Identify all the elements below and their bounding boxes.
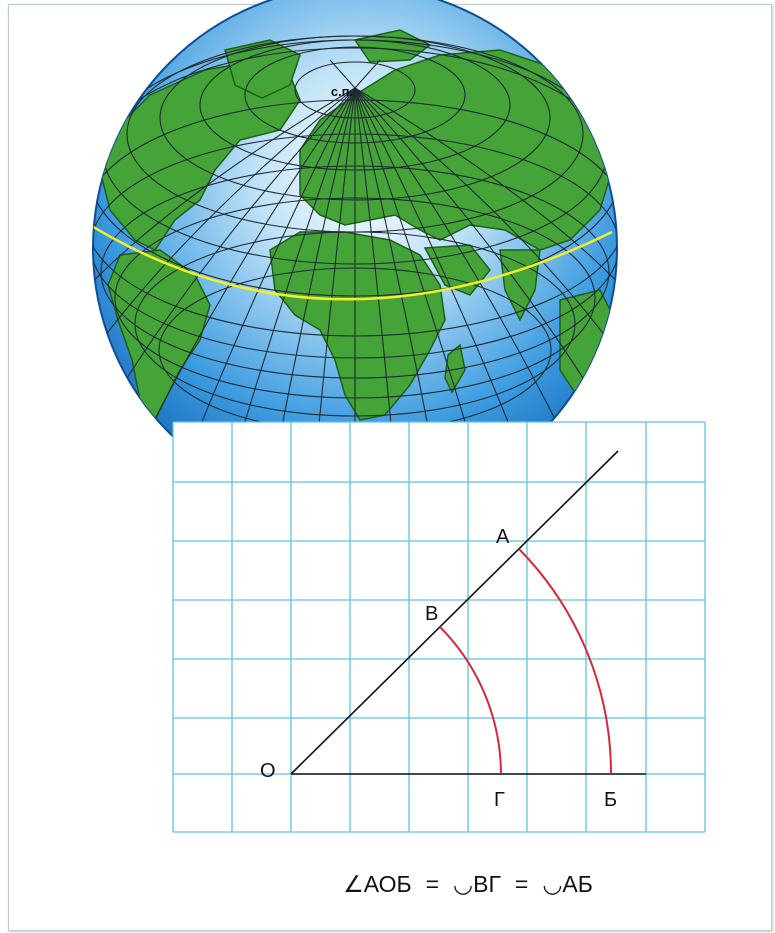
arc-symbol-1: ◡ bbox=[453, 871, 473, 897]
arc-ab bbox=[518, 548, 613, 775]
continent-africa bbox=[269, 231, 446, 421]
point-label-b: В bbox=[425, 603, 438, 625]
equals-sign-2: = bbox=[515, 871, 528, 897]
angle-symbol: ∠ bbox=[343, 871, 364, 897]
point-label-o: О bbox=[260, 760, 276, 782]
ray-oa bbox=[290, 450, 619, 775]
angle-name: АОБ bbox=[364, 871, 412, 897]
arc-name-1: ВГ bbox=[473, 871, 501, 897]
arc-vg bbox=[439, 626, 502, 775]
grid-panel: О А В Г Б bbox=[172, 421, 706, 833]
point-label-a: А bbox=[496, 526, 510, 548]
continent-madagascar bbox=[444, 343, 466, 394]
grid-lines bbox=[172, 421, 706, 833]
globe-meridians bbox=[93, 59, 617, 510]
arc-name-2: АБ bbox=[562, 871, 592, 897]
north-pole-label: с.п. bbox=[331, 84, 353, 99]
point-label-bb: Б bbox=[604, 789, 617, 811]
arc-symbol-2: ◡ bbox=[542, 871, 562, 897]
equals-sign-1: = bbox=[426, 871, 439, 897]
continents bbox=[93, 29, 617, 510]
point-label-g: Г bbox=[494, 789, 505, 811]
globe-equator bbox=[93, 223, 613, 301]
globe: с.п. bbox=[92, 0, 618, 511]
formula: ∠АОБ=◡ВГ=◡АБ bbox=[343, 871, 593, 897]
